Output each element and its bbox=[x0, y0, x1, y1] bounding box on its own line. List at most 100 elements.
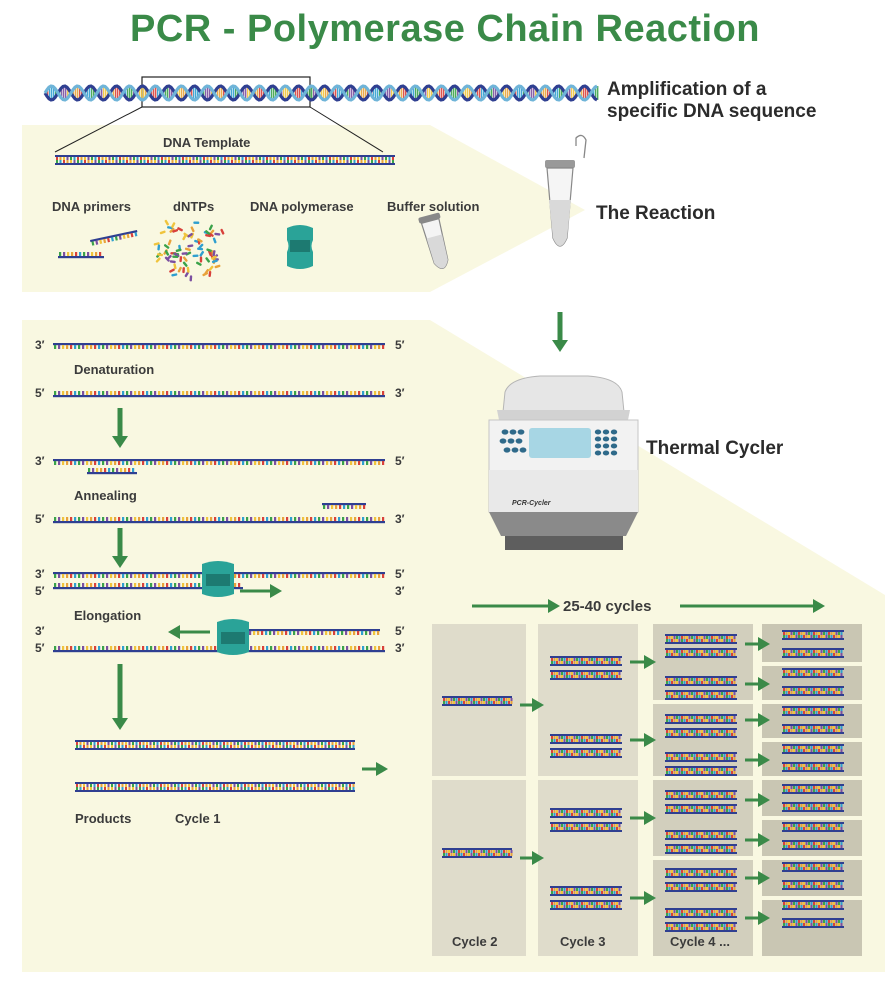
dna-double-strand bbox=[75, 782, 355, 792]
dntp-mark bbox=[171, 222, 176, 228]
keypad-key bbox=[602, 436, 610, 442]
arrow-right-icon bbox=[745, 713, 770, 727]
cycle2-box bbox=[432, 624, 526, 956]
dntp-mark bbox=[179, 256, 183, 263]
dna-double-strand bbox=[665, 922, 737, 932]
dna-double-strand bbox=[665, 868, 737, 878]
helix-backbone bbox=[43, 84, 598, 102]
dntp-mark bbox=[197, 247, 204, 251]
amplification-label-line2: specific DNA sequence bbox=[607, 101, 817, 122]
dntp-mark bbox=[197, 238, 203, 243]
dntp-mark bbox=[184, 271, 190, 278]
dna-strand bbox=[53, 391, 385, 398]
dntp-mark bbox=[211, 259, 218, 264]
keypad-key bbox=[602, 443, 610, 449]
dna-strand bbox=[90, 230, 138, 246]
arrow-right-icon bbox=[745, 871, 770, 885]
keypad-key bbox=[511, 447, 519, 453]
cycle3-label: Cycle 3 bbox=[560, 934, 606, 949]
dntp-mark bbox=[182, 256, 188, 262]
dntp-mark bbox=[207, 250, 212, 256]
divider bbox=[762, 896, 862, 900]
end-label: 5′ bbox=[395, 567, 405, 581]
dntp-mark bbox=[159, 230, 166, 235]
arrow-down-icon bbox=[112, 528, 128, 568]
cycler-screen bbox=[529, 428, 591, 458]
end-label: 5′ bbox=[35, 386, 45, 400]
dna-double-strand bbox=[665, 804, 737, 814]
dntp-mark bbox=[185, 251, 192, 256]
dntp-mark bbox=[198, 243, 204, 249]
polymerase-icon bbox=[287, 225, 313, 269]
dntp-mark bbox=[177, 227, 183, 232]
keypad-key bbox=[515, 438, 523, 444]
dntp-mark bbox=[212, 250, 216, 257]
dntp-mark bbox=[172, 229, 179, 233]
dntp-mark bbox=[205, 257, 211, 263]
dna-double-strand bbox=[665, 844, 737, 854]
end-label: 5′ bbox=[395, 624, 405, 638]
arrow-right-icon bbox=[362, 762, 388, 776]
keypad-key bbox=[594, 429, 602, 435]
divider bbox=[762, 662, 862, 666]
cycler-keypad-left bbox=[499, 429, 527, 453]
cycle1-label: Cycle 1 bbox=[175, 811, 221, 826]
keypad-key bbox=[610, 436, 618, 442]
dntp-mark bbox=[205, 230, 211, 235]
divider bbox=[762, 738, 862, 742]
keypad-key bbox=[610, 443, 618, 449]
products-label: Products bbox=[75, 811, 132, 826]
dna-double-strand bbox=[665, 634, 737, 644]
dna-double-strand bbox=[782, 840, 844, 850]
dna-double-strand bbox=[442, 848, 513, 858]
dna-double-strand bbox=[665, 690, 737, 700]
dntp-mark bbox=[155, 257, 161, 263]
dna-double-strand bbox=[782, 686, 844, 696]
dna-strand bbox=[322, 503, 366, 509]
dna-primers-label: DNA primers bbox=[52, 199, 131, 214]
dna-double-strand bbox=[55, 155, 395, 165]
reaction-tube-icon bbox=[545, 134, 587, 247]
arrow-right-icon bbox=[240, 584, 282, 598]
dntp-mark bbox=[220, 228, 225, 235]
keypad-key bbox=[602, 429, 610, 435]
dntp-mark bbox=[208, 270, 212, 277]
dna-double-strand bbox=[665, 830, 737, 840]
arrow-right-icon bbox=[520, 698, 544, 712]
zoom-line-left bbox=[54, 106, 143, 153]
dna-strand bbox=[53, 343, 385, 349]
dntp-mark bbox=[195, 261, 202, 266]
dna-double-strand bbox=[665, 752, 737, 762]
dntp-mark bbox=[181, 252, 188, 255]
dntp-mark bbox=[208, 224, 213, 231]
dntp-mark bbox=[182, 234, 187, 241]
keypad-key bbox=[610, 450, 618, 456]
dna-double-strand bbox=[665, 908, 737, 918]
end-label: 5′ bbox=[35, 584, 45, 598]
dna-double-strand bbox=[782, 648, 844, 658]
dntp-mark bbox=[171, 273, 178, 277]
arrow-right-icon bbox=[745, 793, 770, 807]
end-label: 3′ bbox=[395, 386, 405, 400]
dna-double-strand bbox=[550, 734, 622, 744]
dntp-mark bbox=[205, 233, 212, 238]
dna-double-strand bbox=[550, 670, 622, 680]
dna-strand bbox=[87, 468, 137, 475]
dna-double-helix bbox=[43, 84, 599, 102]
dna-double-strand bbox=[665, 882, 737, 892]
dntp-mark bbox=[187, 244, 194, 248]
dntp-mark bbox=[202, 271, 209, 277]
arrow-right-icon bbox=[745, 911, 770, 925]
polymerase-icon bbox=[217, 619, 249, 655]
dna-double-strand bbox=[665, 766, 737, 776]
arrow-right-icon bbox=[630, 733, 656, 747]
divider bbox=[762, 700, 862, 704]
dna-double-strand bbox=[550, 822, 622, 832]
dntp-mark bbox=[190, 232, 195, 239]
cycle-dividers bbox=[432, 662, 862, 900]
arrow-left-icon bbox=[168, 625, 210, 639]
dna-strand bbox=[53, 459, 385, 465]
primer-icon bbox=[90, 230, 138, 246]
dntp-mark bbox=[199, 250, 205, 257]
